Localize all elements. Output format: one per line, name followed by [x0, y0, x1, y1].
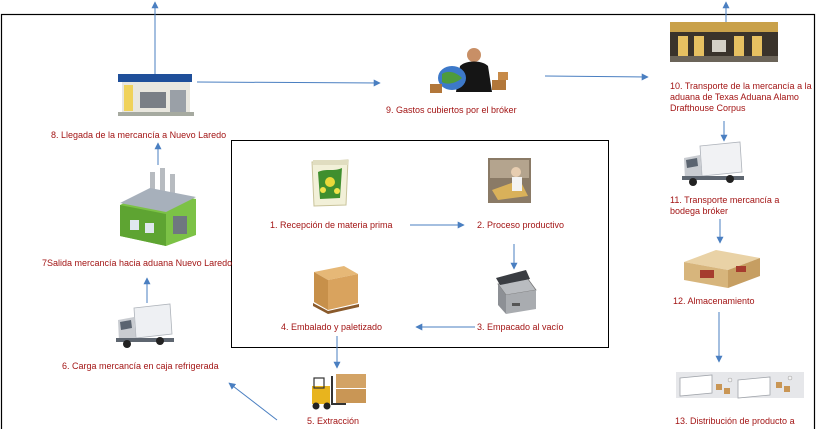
arrow-9-to-10 — [544, 73, 649, 81]
warehouse-icon — [684, 250, 760, 288]
border-crossing-icon — [670, 22, 778, 62]
pallet-box-icon — [313, 266, 359, 314]
distribution-icon — [676, 372, 804, 399]
step-1-label: 1. Recepción de materia prima — [270, 220, 393, 230]
step-13-label: 13. Distribución de producto a — [675, 416, 795, 426]
step-11-label: 11. Transporte mercancía a bodega bróker — [670, 195, 780, 216]
flow-arrows — [143, 1, 730, 421]
step-2-label: 2. Proceso productivo — [477, 220, 565, 230]
seed-bag-icon — [311, 159, 349, 207]
step-4-label: 4. Embalado y paletizado — [281, 322, 383, 332]
step-5-label: 5. Extracción — [307, 416, 360, 426]
forklift-icon — [312, 374, 366, 410]
step-10-label: 10. Transporte de la mercancía a la adua… — [670, 81, 812, 113]
factory-icon — [120, 168, 196, 246]
broker-icon — [430, 48, 508, 93]
step-12-label: 12. Almacenamiento — [673, 296, 755, 306]
step-6-label: 6. Carga mercancía en caja refrigerada — [62, 361, 219, 371]
step-7-label: 7Salida mercancía hacia aduana Nuevo Lar… — [42, 258, 233, 268]
inner-process-box — [231, 140, 609, 348]
truck-icon-step6 — [116, 303, 174, 348]
step-9-label: 9. Gastos cubiertos por el bróker — [386, 105, 517, 115]
truck-icon-step11 — [682, 141, 744, 186]
customs-station-icon — [118, 74, 194, 116]
arrow-8-to-9 — [196, 79, 381, 87]
step-8-label: 8. Llegada de la mercancía a Nuevo Lared… — [51, 130, 227, 140]
outer-border — [0, 13, 816, 429]
step-3-label: 3. Empacado al vacío — [477, 322, 564, 332]
vacuum-sealer-icon — [496, 270, 537, 314]
production-icon — [488, 158, 531, 203]
arrow-5-to-6 — [228, 382, 278, 421]
